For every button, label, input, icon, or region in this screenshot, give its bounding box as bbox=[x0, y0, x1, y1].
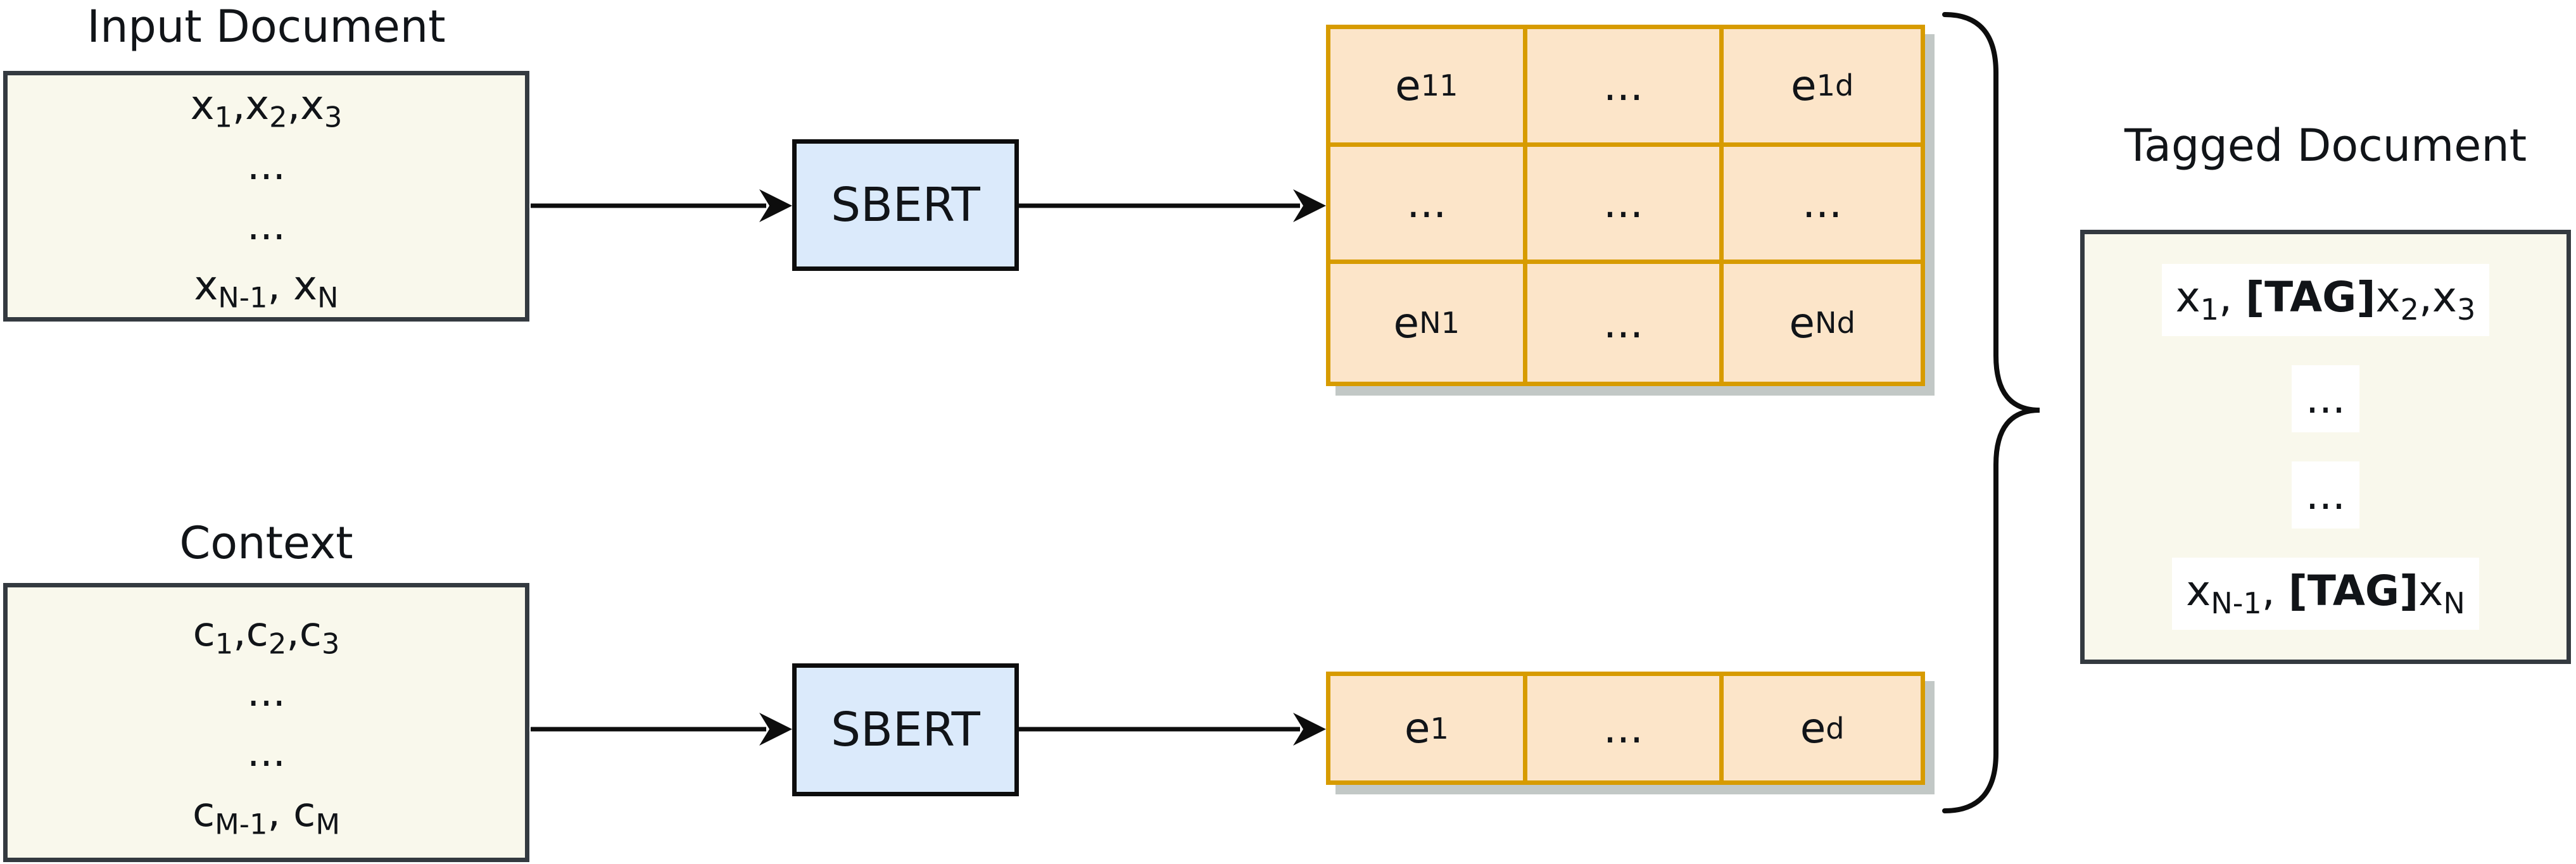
sbert-label: SBERT bbox=[831, 178, 980, 232]
input-document-title: Input Document bbox=[87, 1, 446, 53]
tagged-document-title: Tagged Document bbox=[2124, 120, 2527, 172]
sbert-box-bottom: SBERT bbox=[792, 663, 1019, 796]
vector-cell: ... bbox=[1527, 676, 1724, 780]
grouping-brace bbox=[1942, 12, 2040, 813]
tagged-line-text: ... bbox=[2292, 461, 2359, 529]
input-doc-ellipsis: ... bbox=[246, 203, 286, 249]
arrow-sbert-to-vector bbox=[1019, 713, 1326, 746]
tagged-line: xN-1, [TAG]xN bbox=[2172, 558, 2479, 630]
arrow-sbert-to-matrix bbox=[1019, 189, 1326, 222]
tagged-ellipsis: ... bbox=[2292, 461, 2359, 529]
context-ellipsis: ... bbox=[246, 668, 286, 716]
context-line: cM-1, cM bbox=[192, 789, 341, 841]
tagged-ellipsis: ... bbox=[2292, 365, 2359, 432]
sbert-box-top: SBERT bbox=[792, 139, 1019, 271]
context-line: c1,c2,c3 bbox=[193, 608, 340, 661]
input-doc-ellipsis: ... bbox=[246, 142, 286, 189]
input-document-box: x1,x2,x3 ... ... xN-1, xN bbox=[3, 71, 529, 322]
matrix-cell: ... bbox=[1330, 146, 1527, 265]
tagged-line: x1, [TAG]x2,x3 bbox=[2161, 263, 2490, 336]
matrix-cell: ... bbox=[1527, 264, 1724, 382]
context-box: c1,c2,c3 ... ... cM-1, cM bbox=[3, 583, 529, 862]
matrix-cell: ... bbox=[1724, 147, 1921, 265]
arrow-context-to-sbert bbox=[531, 713, 792, 746]
arrow-input-to-sbert bbox=[531, 189, 792, 222]
input-doc-line: x1,x2,x3 bbox=[190, 82, 343, 134]
tagged-document-box: x1, [TAG]x2,x3 ... ... xN-1, [TAG]xN bbox=[2080, 230, 2571, 664]
input-doc-line: xN-1, xN bbox=[194, 263, 339, 315]
tagged-line-text: x1, [TAG]x2,x3 bbox=[2161, 263, 2490, 336]
context-ellipsis: ... bbox=[246, 729, 286, 776]
tagged-line-text: xN-1, [TAG]xN bbox=[2172, 558, 2479, 630]
tagged-line-text: ... bbox=[2292, 365, 2359, 432]
sbert-label: SBERT bbox=[831, 703, 980, 757]
matrix-cell: ... bbox=[1527, 29, 1724, 147]
matrix-cell: ... bbox=[1527, 146, 1724, 265]
context-title: Context bbox=[179, 517, 353, 569]
